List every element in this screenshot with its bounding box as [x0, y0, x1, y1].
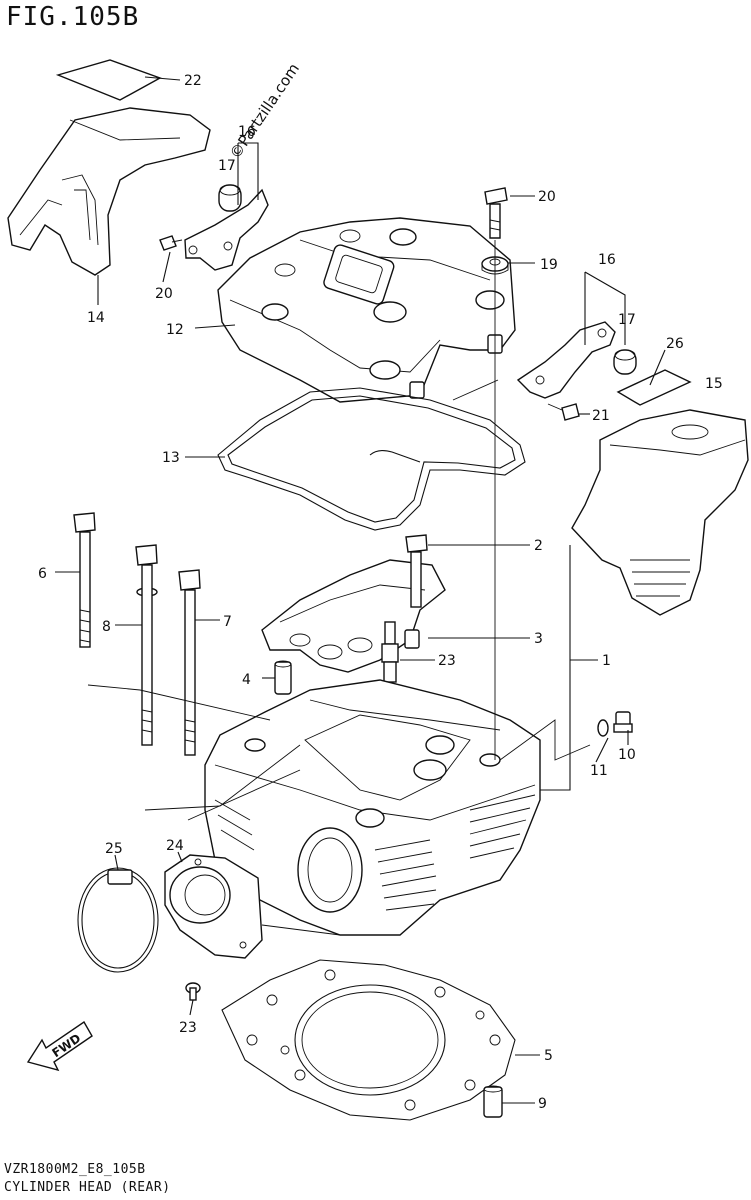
callout-22: 24: [166, 838, 184, 854]
part-3-dowel: [404, 629, 420, 649]
part-10-plug: [613, 711, 633, 733]
callout-8: 8: [102, 619, 111, 635]
callout-4: 4: [242, 672, 251, 688]
callout-21: 23: [438, 653, 456, 669]
callout-18: 19: [540, 257, 558, 273]
callout-19: 20: [538, 189, 556, 205]
part-22-intake-pipe: [164, 854, 263, 959]
callout-20-right: 21: [592, 408, 610, 424]
part-13-gasket: [217, 387, 526, 531]
part-16-bracket-right: [516, 321, 616, 399]
callout-10: 10: [618, 747, 636, 763]
part-2-bolt: [405, 534, 428, 608]
part-25-pad: [55, 59, 162, 101]
part-9-dowel: [483, 1085, 503, 1118]
part-17-rubber-right: [613, 349, 637, 375]
part-12-head-cover: [217, 217, 516, 403]
part-20-bolt-right: [547, 403, 580, 421]
callout-17-left: 17: [218, 158, 236, 174]
callout-7: 7: [223, 614, 232, 630]
callout-17-right: 17: [618, 312, 636, 328]
figure-code: VZR1800M2_E8_105B: [4, 1162, 146, 1177]
part-7-bolt: [178, 569, 201, 756]
part-17-rubber-left: [218, 184, 242, 212]
part-20-bolt-left: [159, 235, 183, 251]
figure-title: FIG.105B: [6, 2, 140, 32]
part-24-clamp: [77, 867, 159, 973]
callout-6: 6: [38, 566, 47, 582]
part-26-pad: [616, 369, 692, 406]
part-5-head-gasket: [221, 959, 516, 1121]
callout-16-left: 16: [238, 124, 256, 140]
part-14-head-cover: [7, 107, 211, 276]
fwd-arrow-icon: FWD: [26, 1020, 93, 1072]
callout-11: 11: [590, 763, 608, 779]
part-19-bolt: [484, 187, 508, 239]
callout-3: 3: [534, 631, 543, 647]
part-15-head-cover: [571, 409, 749, 616]
part-16-bracket-left: [184, 188, 269, 271]
callout-5: 5: [544, 1048, 553, 1064]
callout-14: 14: [87, 310, 105, 326]
callout-20-left: 20: [155, 286, 173, 302]
callout-23: 23: [179, 1020, 197, 1036]
rocker-arm-holder: [261, 559, 446, 673]
callout-13: 13: [162, 450, 180, 466]
callout-labels: 22 14 16 17 20 20 19 12 13 16 17 26 15 2…: [38, 73, 723, 1112]
leader-lines: [55, 76, 666, 1104]
part-4-pin: [274, 660, 292, 695]
callout-1: 1: [602, 653, 611, 669]
part-11-washer: [597, 719, 609, 737]
part-23-screw: [185, 982, 201, 1001]
callout-24: 25: [105, 841, 123, 857]
callout-9: 9: [538, 1096, 547, 1112]
callout-16-right: 16: [598, 252, 616, 268]
part-21-spark-plug: [381, 621, 399, 683]
part-1-cylinder-head: [204, 679, 541, 936]
callout-25: 22: [184, 73, 202, 89]
part-6-long-bolt: [73, 512, 96, 648]
callout-2: 2: [534, 538, 543, 554]
part-8-bolt: [135, 544, 158, 746]
figure-name: CYLINDER HEAD (REAR): [4, 1180, 171, 1195]
callout-26: 26: [666, 336, 684, 352]
callout-15: 15: [705, 376, 723, 392]
callout-12: 12: [166, 322, 184, 338]
